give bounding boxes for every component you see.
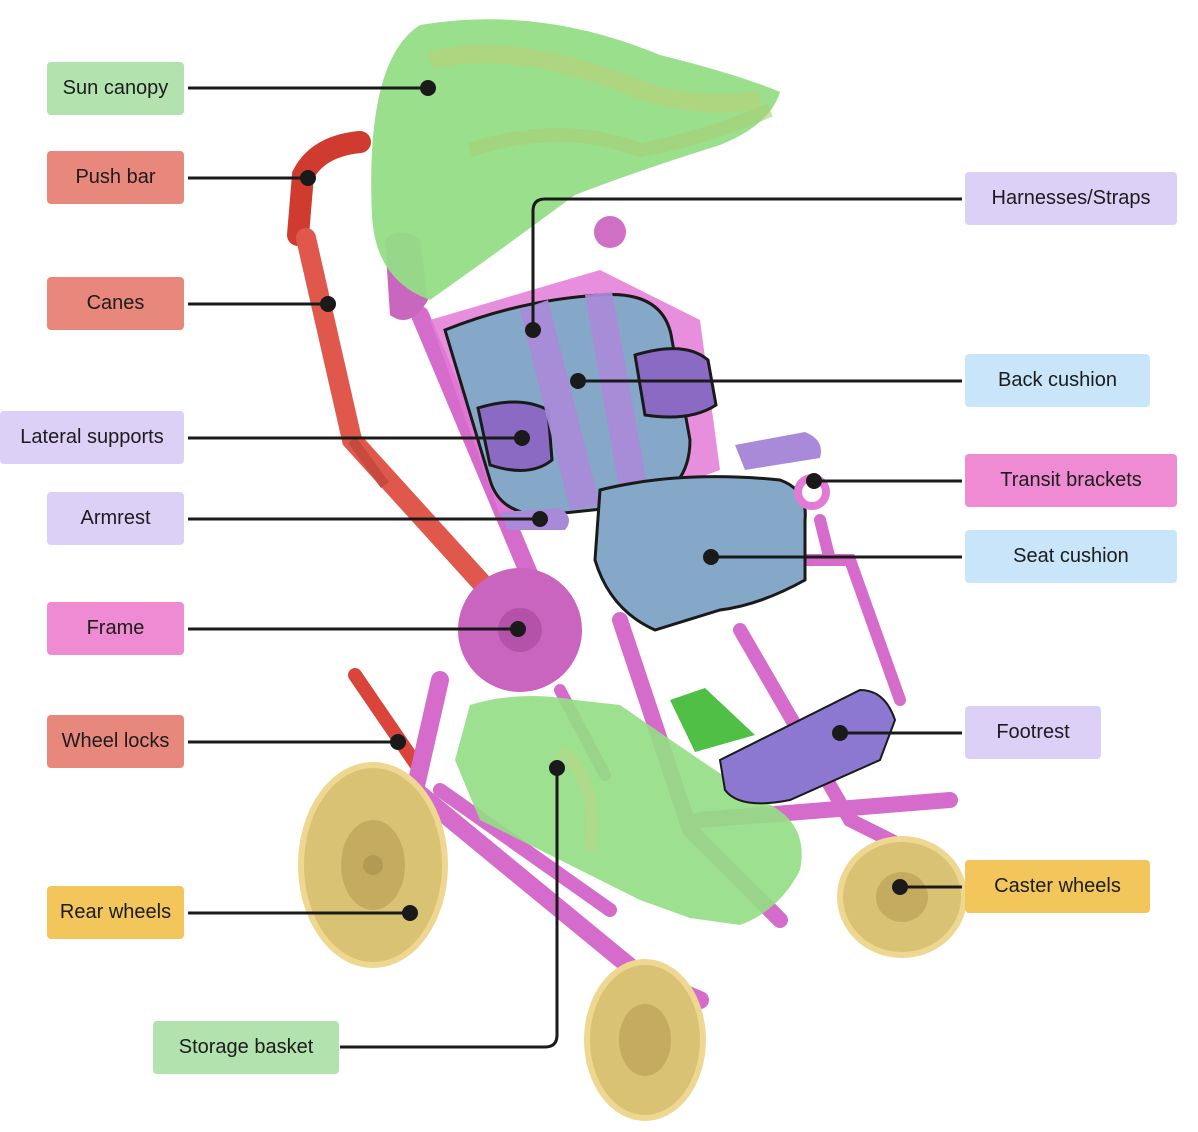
- label-armrest: Armrest: [47, 492, 184, 545]
- label-harnesses-straps: Harnesses/Straps: [965, 172, 1177, 225]
- leader-storage-basket: [340, 768, 559, 1049]
- caster-wheel: [837, 836, 967, 958]
- lateral-support-right: [633, 347, 718, 419]
- calf-pad: [670, 688, 755, 752]
- label-push-bar: Push bar: [47, 151, 184, 204]
- label-transit-brackets: Transit brackets: [965, 454, 1177, 507]
- label-footrest: Footrest: [965, 706, 1101, 759]
- cane-joint: [347, 437, 390, 488]
- harness-strap: [520, 300, 600, 510]
- label-sun-canopy: Sun canopy: [47, 62, 184, 115]
- label-frame: Frame: [47, 602, 184, 655]
- leader-dots: [300, 80, 908, 921]
- label-back-cushion: Back cushion: [965, 354, 1150, 407]
- label-seat-cushion: Seat cushion: [965, 530, 1177, 583]
- label-lateral-supports: Lateral supports: [0, 411, 184, 464]
- stroller-illustration: [287, 19, 967, 1121]
- label-canes: Canes: [47, 277, 184, 330]
- leader-harnesses: [531, 197, 962, 330]
- front-wheel: [584, 959, 706, 1121]
- label-wheel-locks: Wheel locks: [47, 715, 184, 768]
- wheel-lock-lever: [348, 668, 427, 777]
- push-bar: [287, 131, 371, 246]
- sun-canopy: [371, 19, 780, 301]
- armrest-right: [735, 432, 821, 470]
- footrest: [718, 688, 897, 805]
- label-caster-wheels: Caster wheels: [965, 860, 1150, 913]
- leader-lines: [188, 86, 962, 1049]
- storage-basket: [455, 696, 802, 925]
- label-storage-basket: Storage basket: [153, 1021, 339, 1074]
- headrest-knob: [594, 216, 626, 248]
- seat-cushion: [593, 475, 807, 632]
- label-rear-wheels: Rear wheels: [47, 886, 184, 939]
- rear-wheel: [298, 762, 448, 968]
- harness-strap: [585, 292, 650, 505]
